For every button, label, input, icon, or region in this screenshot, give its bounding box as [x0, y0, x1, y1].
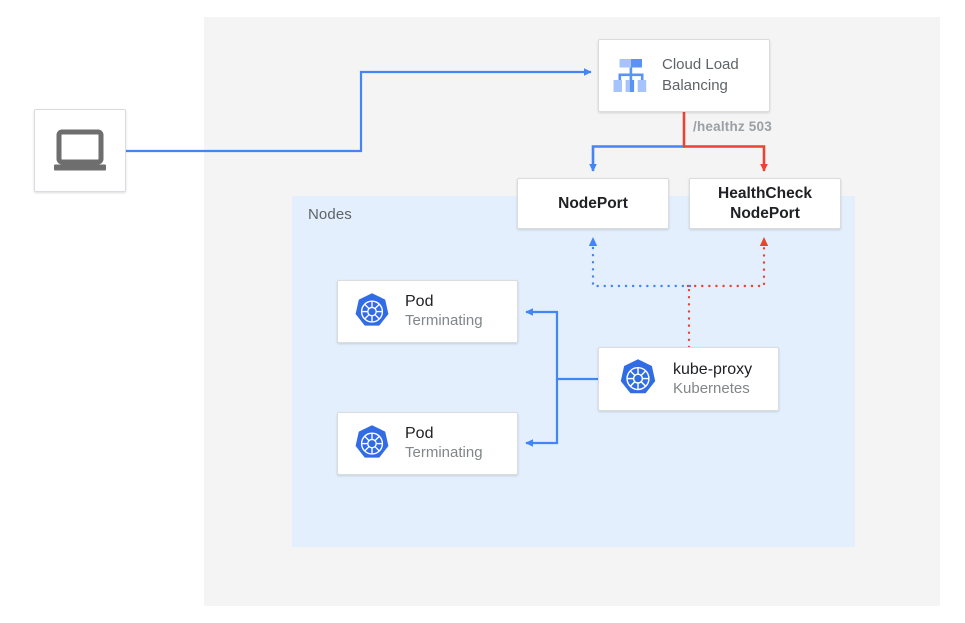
kube-proxy-subtitle: Kubernetes [673, 379, 750, 397]
laptop-icon [54, 129, 106, 170]
kube-proxy-node[interactable]: kube-proxy Kubernetes [598, 347, 779, 411]
cloud-load-balancing-icon [613, 58, 647, 92]
cloud-load-balancing-label: Cloud Load Balancing [662, 56, 739, 94]
cloud-load-balancing-node[interactable]: Cloud Load Balancing [598, 39, 770, 112]
pod-node-2[interactable]: Pod Terminating [337, 412, 518, 475]
pod-node-1[interactable]: Pod Terminating [337, 280, 518, 343]
client-node[interactable] [34, 109, 126, 192]
healthz-edge-label: /healthz 503 [693, 119, 772, 134]
pod-title: Pod [405, 425, 434, 443]
nodeport-label: NodePort [558, 194, 628, 212]
kube-proxy-title: kube-proxy [673, 360, 753, 378]
healthcheck-nodeport-node[interactable]: HealthCheck NodePort [689, 178, 841, 229]
kubernetes-icon [355, 424, 389, 458]
kubernetes-icon [355, 292, 389, 326]
pod-status: Terminating [405, 444, 483, 462]
nodeport-node[interactable]: NodePort [517, 178, 669, 229]
pod-status: Terminating [405, 312, 483, 330]
kubernetes-icon [620, 359, 656, 394]
pod-title: Pod [405, 293, 434, 311]
nodes-panel-label: Nodes [308, 206, 352, 223]
healthcheck-nodeport-label: HealthCheck NodePort [718, 185, 812, 222]
